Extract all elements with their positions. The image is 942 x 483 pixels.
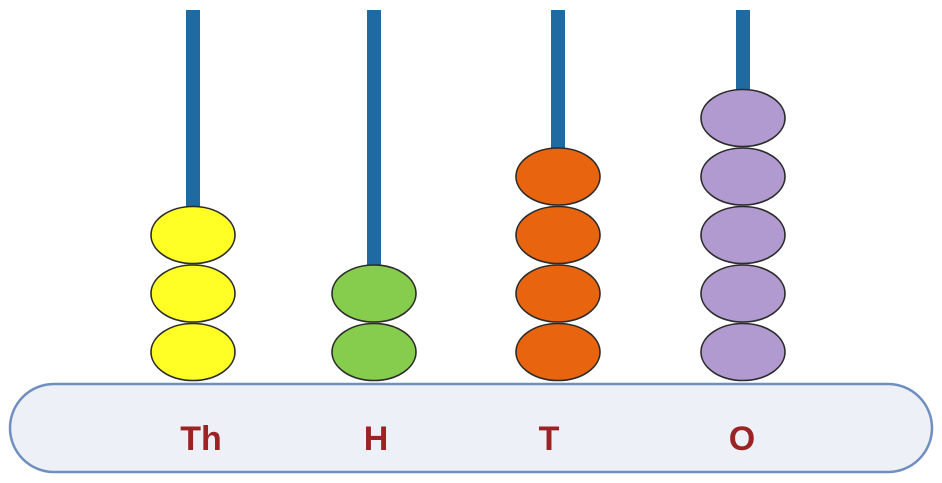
place-label-hundreds: H bbox=[364, 420, 389, 458]
abacus-bead bbox=[700, 205, 786, 265]
abacus-base bbox=[8, 382, 934, 474]
abacus-bead bbox=[150, 322, 236, 382]
abacus-rod bbox=[186, 10, 200, 235]
abacus-bead bbox=[331, 322, 417, 382]
abacus-bead bbox=[515, 322, 601, 382]
abacus-bead bbox=[515, 205, 601, 265]
abacus-bead bbox=[700, 147, 786, 206]
abacus-column-o: O bbox=[700, 10, 786, 458]
abacus-column-h: H bbox=[331, 10, 417, 458]
abacus-column-th: Th bbox=[150, 10, 236, 458]
place-label-tens: T bbox=[539, 420, 560, 458]
place-label-ones: O bbox=[729, 420, 755, 458]
abacus-column-t: T bbox=[515, 10, 601, 458]
abacus-bead bbox=[700, 322, 786, 382]
abacus-bead bbox=[150, 264, 236, 323]
abacus-bead bbox=[700, 88, 786, 148]
abacus-rod bbox=[367, 10, 381, 294]
abacus-bead bbox=[700, 264, 786, 323]
abacus-bead bbox=[515, 147, 601, 206]
abacus-bead bbox=[331, 264, 417, 323]
abacus-bead bbox=[150, 205, 236, 265]
place-label-thousands: Th bbox=[180, 420, 222, 458]
abacus-rod bbox=[551, 10, 565, 177]
abacus-bead bbox=[515, 264, 601, 323]
